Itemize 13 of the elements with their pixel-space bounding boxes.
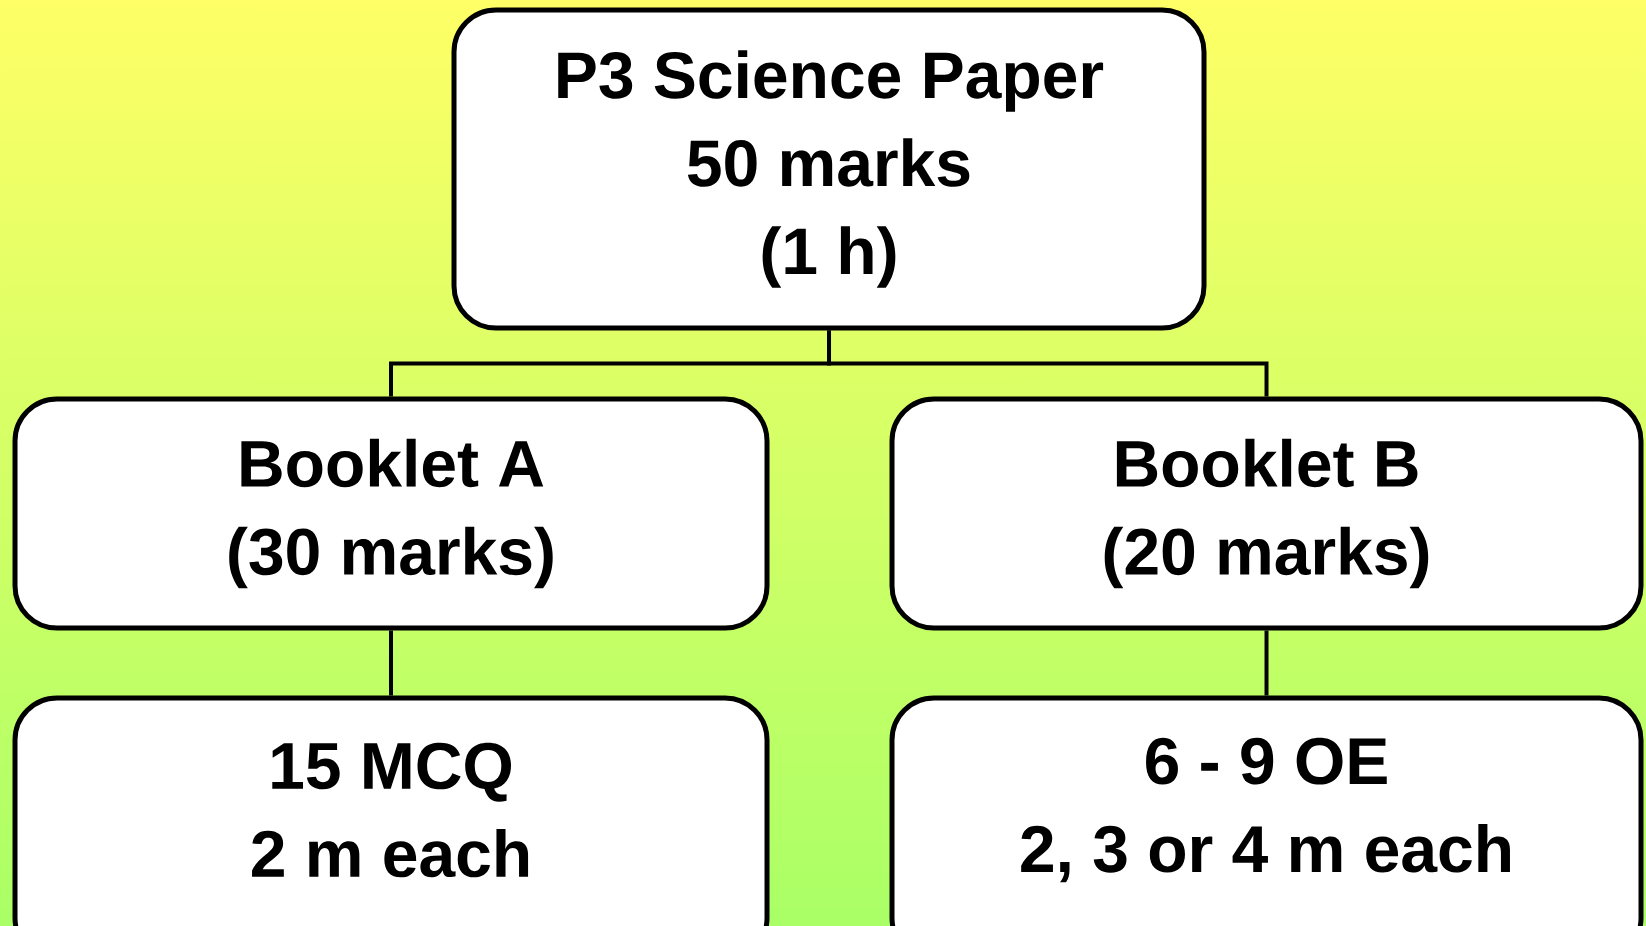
connector-line xyxy=(1264,630,1269,696)
box xyxy=(12,396,770,631)
connector-line xyxy=(389,630,393,696)
connector-line xyxy=(827,330,1269,397)
box-text: 6 - 9 OE 2, 3 or 4 m each xyxy=(1021,737,1510,883)
box-text: P3 Science Paper 50 marks (1 h) xyxy=(558,50,1104,288)
box-text: Booklet B (20 marks) xyxy=(1104,438,1429,589)
box xyxy=(12,695,770,926)
box-text: Booklet A (30 marks) xyxy=(229,438,553,589)
box xyxy=(889,695,1644,926)
box-text: 15 MCQ 2 m each xyxy=(252,742,529,878)
box xyxy=(451,7,1207,331)
box xyxy=(889,396,1644,631)
